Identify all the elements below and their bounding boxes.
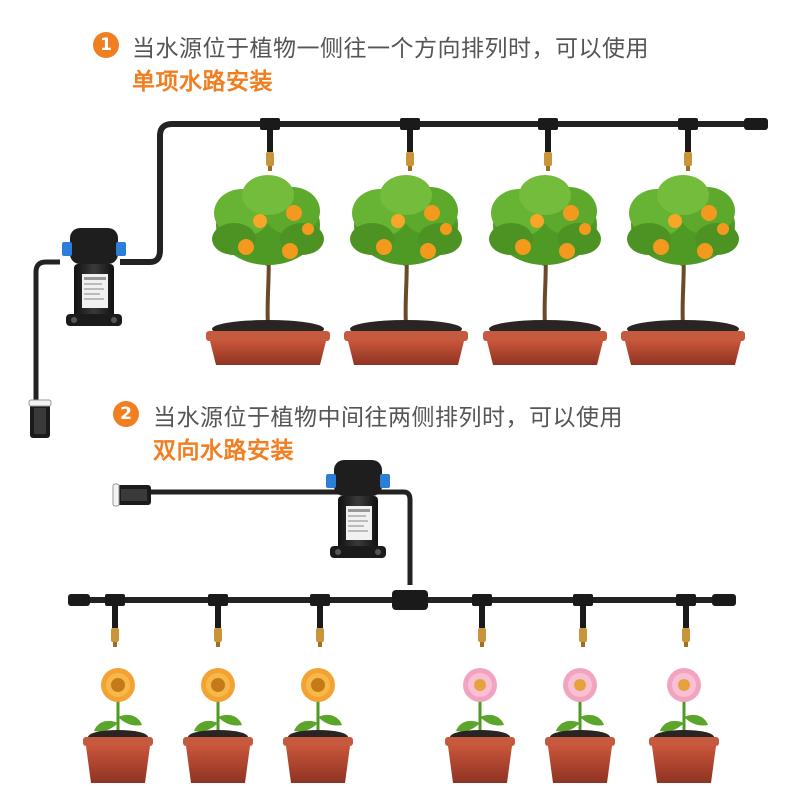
orange-tree-icon: [204, 173, 332, 367]
filter-icon: [28, 399, 52, 439]
flower-pot-icon: [81, 666, 155, 785]
orange-tree-icon: [481, 173, 609, 367]
step-2-description: 当水源位于植物中间往两侧排列时，可以使用: [153, 405, 623, 431]
flower-pot-icon: [543, 666, 617, 785]
main-pipe-1: [120, 121, 758, 265]
step-2-badge: 2: [113, 401, 139, 427]
pump-icon: [62, 228, 126, 326]
drip-tee-1a: [260, 118, 280, 171]
step-1-highlight: 单项水路安装: [132, 69, 273, 95]
drip-tee-1d: [678, 118, 698, 171]
orange-tree-icon: [619, 173, 747, 367]
flower-pot-icon: [181, 666, 255, 785]
step-1-badge: 1: [93, 32, 119, 58]
filter-icon: [112, 483, 152, 507]
flower-pot-icon: [647, 666, 721, 785]
flower-pot-icon: [281, 666, 355, 785]
center-tee: [392, 590, 428, 610]
step-1-description: 当水源位于植物一侧往一个方向排列时，可以使用: [132, 36, 649, 62]
step-2-highlight: 双向水路安装: [153, 438, 294, 464]
drip-tee-1c: [538, 118, 558, 171]
pump-icon: [326, 460, 390, 558]
orange-tree-icon: [342, 173, 470, 367]
drip-tee-1b: [400, 118, 420, 171]
flower-pot-icon: [443, 666, 517, 785]
pipe-end-cap-1: [744, 118, 768, 130]
